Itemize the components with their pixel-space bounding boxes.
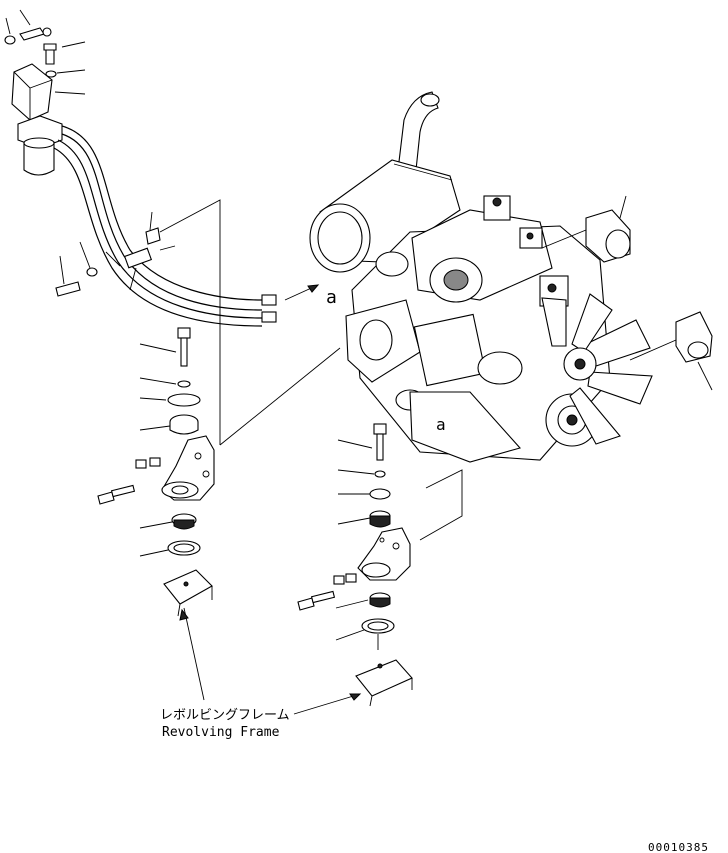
frame-label-en: Revolving Frame <box>162 725 280 740</box>
filter-mounting-bracket <box>11 63 53 121</box>
right-engine-mount-stack <box>293 423 413 715</box>
filter-bracket-bolts <box>4 9 86 95</box>
cooling-fan <box>541 293 653 445</box>
engine-view-ref: a <box>326 287 337 308</box>
engine-view-ref-2: a <box>436 415 446 434</box>
frame-label-jp: レボルビングフレーム <box>160 708 290 723</box>
left-engine-mount-stack <box>97 327 215 701</box>
hose-clamp <box>55 211 176 297</box>
fuel-filter <box>17 115 63 176</box>
fuel-hoses <box>53 125 277 327</box>
engine-mount-bracket-front <box>541 195 631 263</box>
callout-lines <box>159 199 463 541</box>
drawing-number: 00010385 <box>648 841 709 853</box>
engine-mount-bracket-rear <box>629 311 713 391</box>
engine-assembly: a <box>309 91 713 463</box>
